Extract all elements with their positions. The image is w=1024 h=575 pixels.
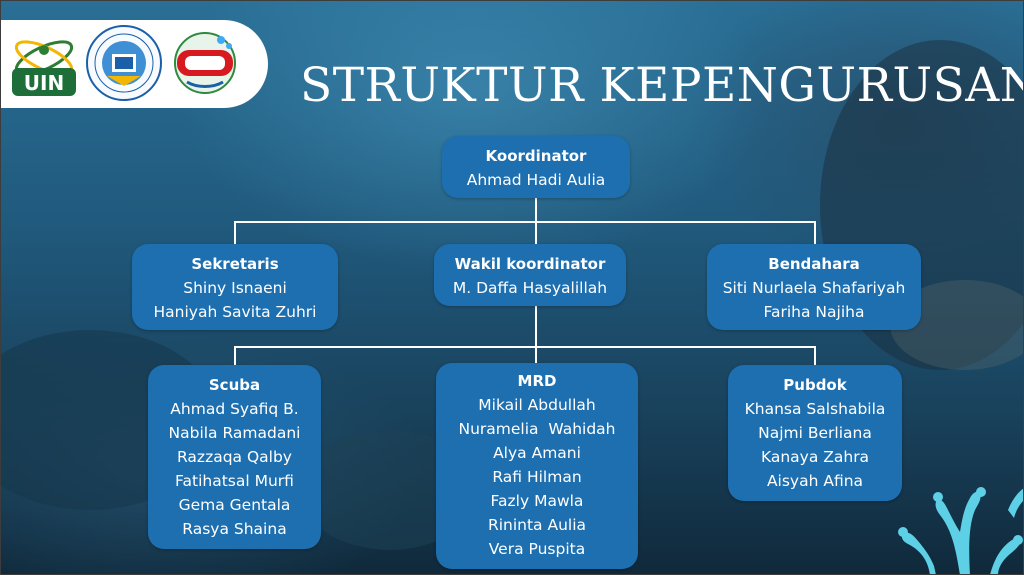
- node-member: Kanaya Zahra: [760, 448, 870, 466]
- page-title: STRUKTUR KEPENGURUSAN: [300, 58, 1024, 113]
- connector-line: [535, 221, 537, 245]
- node-member: Vera Puspita: [488, 540, 586, 558]
- connector-line: [814, 221, 816, 245]
- node-pubdok: Pubdok Khansa Salshabila Najmi Berliana …: [728, 365, 902, 501]
- coral-icon: [898, 487, 1024, 575]
- node-role: Koordinator: [485, 147, 587, 165]
- node-member: Ahmad Syafiq B.: [170, 400, 299, 418]
- node-role: Bendahara: [768, 255, 860, 273]
- node-member: Mikail Abdullah: [478, 396, 596, 414]
- university-seal-icon: [86, 25, 162, 101]
- node-bendahara: Bendahara Siti Nurlaela Shafariyah Farih…: [707, 244, 921, 330]
- node-member: M. Daffa Hasyalillah: [452, 279, 608, 297]
- node-role: Wakil koordinator: [454, 255, 606, 273]
- node-role: Sekretaris: [191, 255, 279, 273]
- node-wakil-koordinator: Wakil koordinator M. Daffa Hasyalillah: [434, 244, 626, 306]
- uin-logo-text: UIN: [24, 71, 64, 95]
- node-mrd: MRD Mikail Abdullah Nuramelia Wahidah Al…: [436, 363, 638, 569]
- node-member: Fariha Najiha: [763, 303, 865, 321]
- connector-line: [535, 304, 537, 346]
- node-role: Pubdok: [783, 376, 847, 394]
- node-member: Siti Nurlaela Shafariyah: [722, 279, 906, 297]
- connector-line: [535, 346, 537, 364]
- uin-logo: UIN: [12, 40, 76, 96]
- node-member: Aisyah Afina: [766, 472, 864, 490]
- node-member: Rafi Hilman: [492, 468, 582, 486]
- connector-line: [234, 221, 236, 245]
- node-member: Ahmad Hadi Aulia: [466, 171, 606, 189]
- node-sekretaris: Sekretaris Shiny Isnaeni Haniyah Savita …: [132, 244, 338, 330]
- node-member: Shiny Isnaeni: [183, 279, 287, 297]
- node-member: Razzaqa Qalby: [177, 448, 292, 466]
- node-scuba: Scuba Ahmad Syafiq B. Nabila Ramadani Ra…: [148, 365, 321, 549]
- node-member: Haniyah Savita Zuhri: [153, 303, 317, 321]
- node-role: Scuba: [208, 376, 261, 394]
- node-member: Nuramelia Wahidah: [458, 420, 616, 438]
- node-member: Gema Gentala: [178, 496, 291, 514]
- node-role: MRD: [517, 372, 557, 390]
- node-member: Khansa Salshabila: [744, 400, 886, 418]
- node-member: Alya Amani: [493, 444, 581, 462]
- node-member: Fatihatsal Murfi: [175, 472, 294, 490]
- node-member: Rasya Shaina: [182, 520, 287, 538]
- connector-line: [234, 346, 816, 348]
- node-member: Rininta Aulia: [487, 516, 587, 534]
- node-koordinator: Koordinator Ahmad Hadi Aulia: [442, 136, 630, 198]
- connector-line: [535, 198, 537, 222]
- node-member: Najmi Berliana: [758, 424, 872, 442]
- node-member: Nabila Ramadani: [168, 424, 301, 442]
- node-member: Fazly Mawla: [490, 492, 584, 510]
- connector-line: [234, 221, 816, 223]
- connector-line: [814, 346, 816, 366]
- connector-line: [234, 346, 236, 366]
- diving-club-logo: [174, 32, 236, 94]
